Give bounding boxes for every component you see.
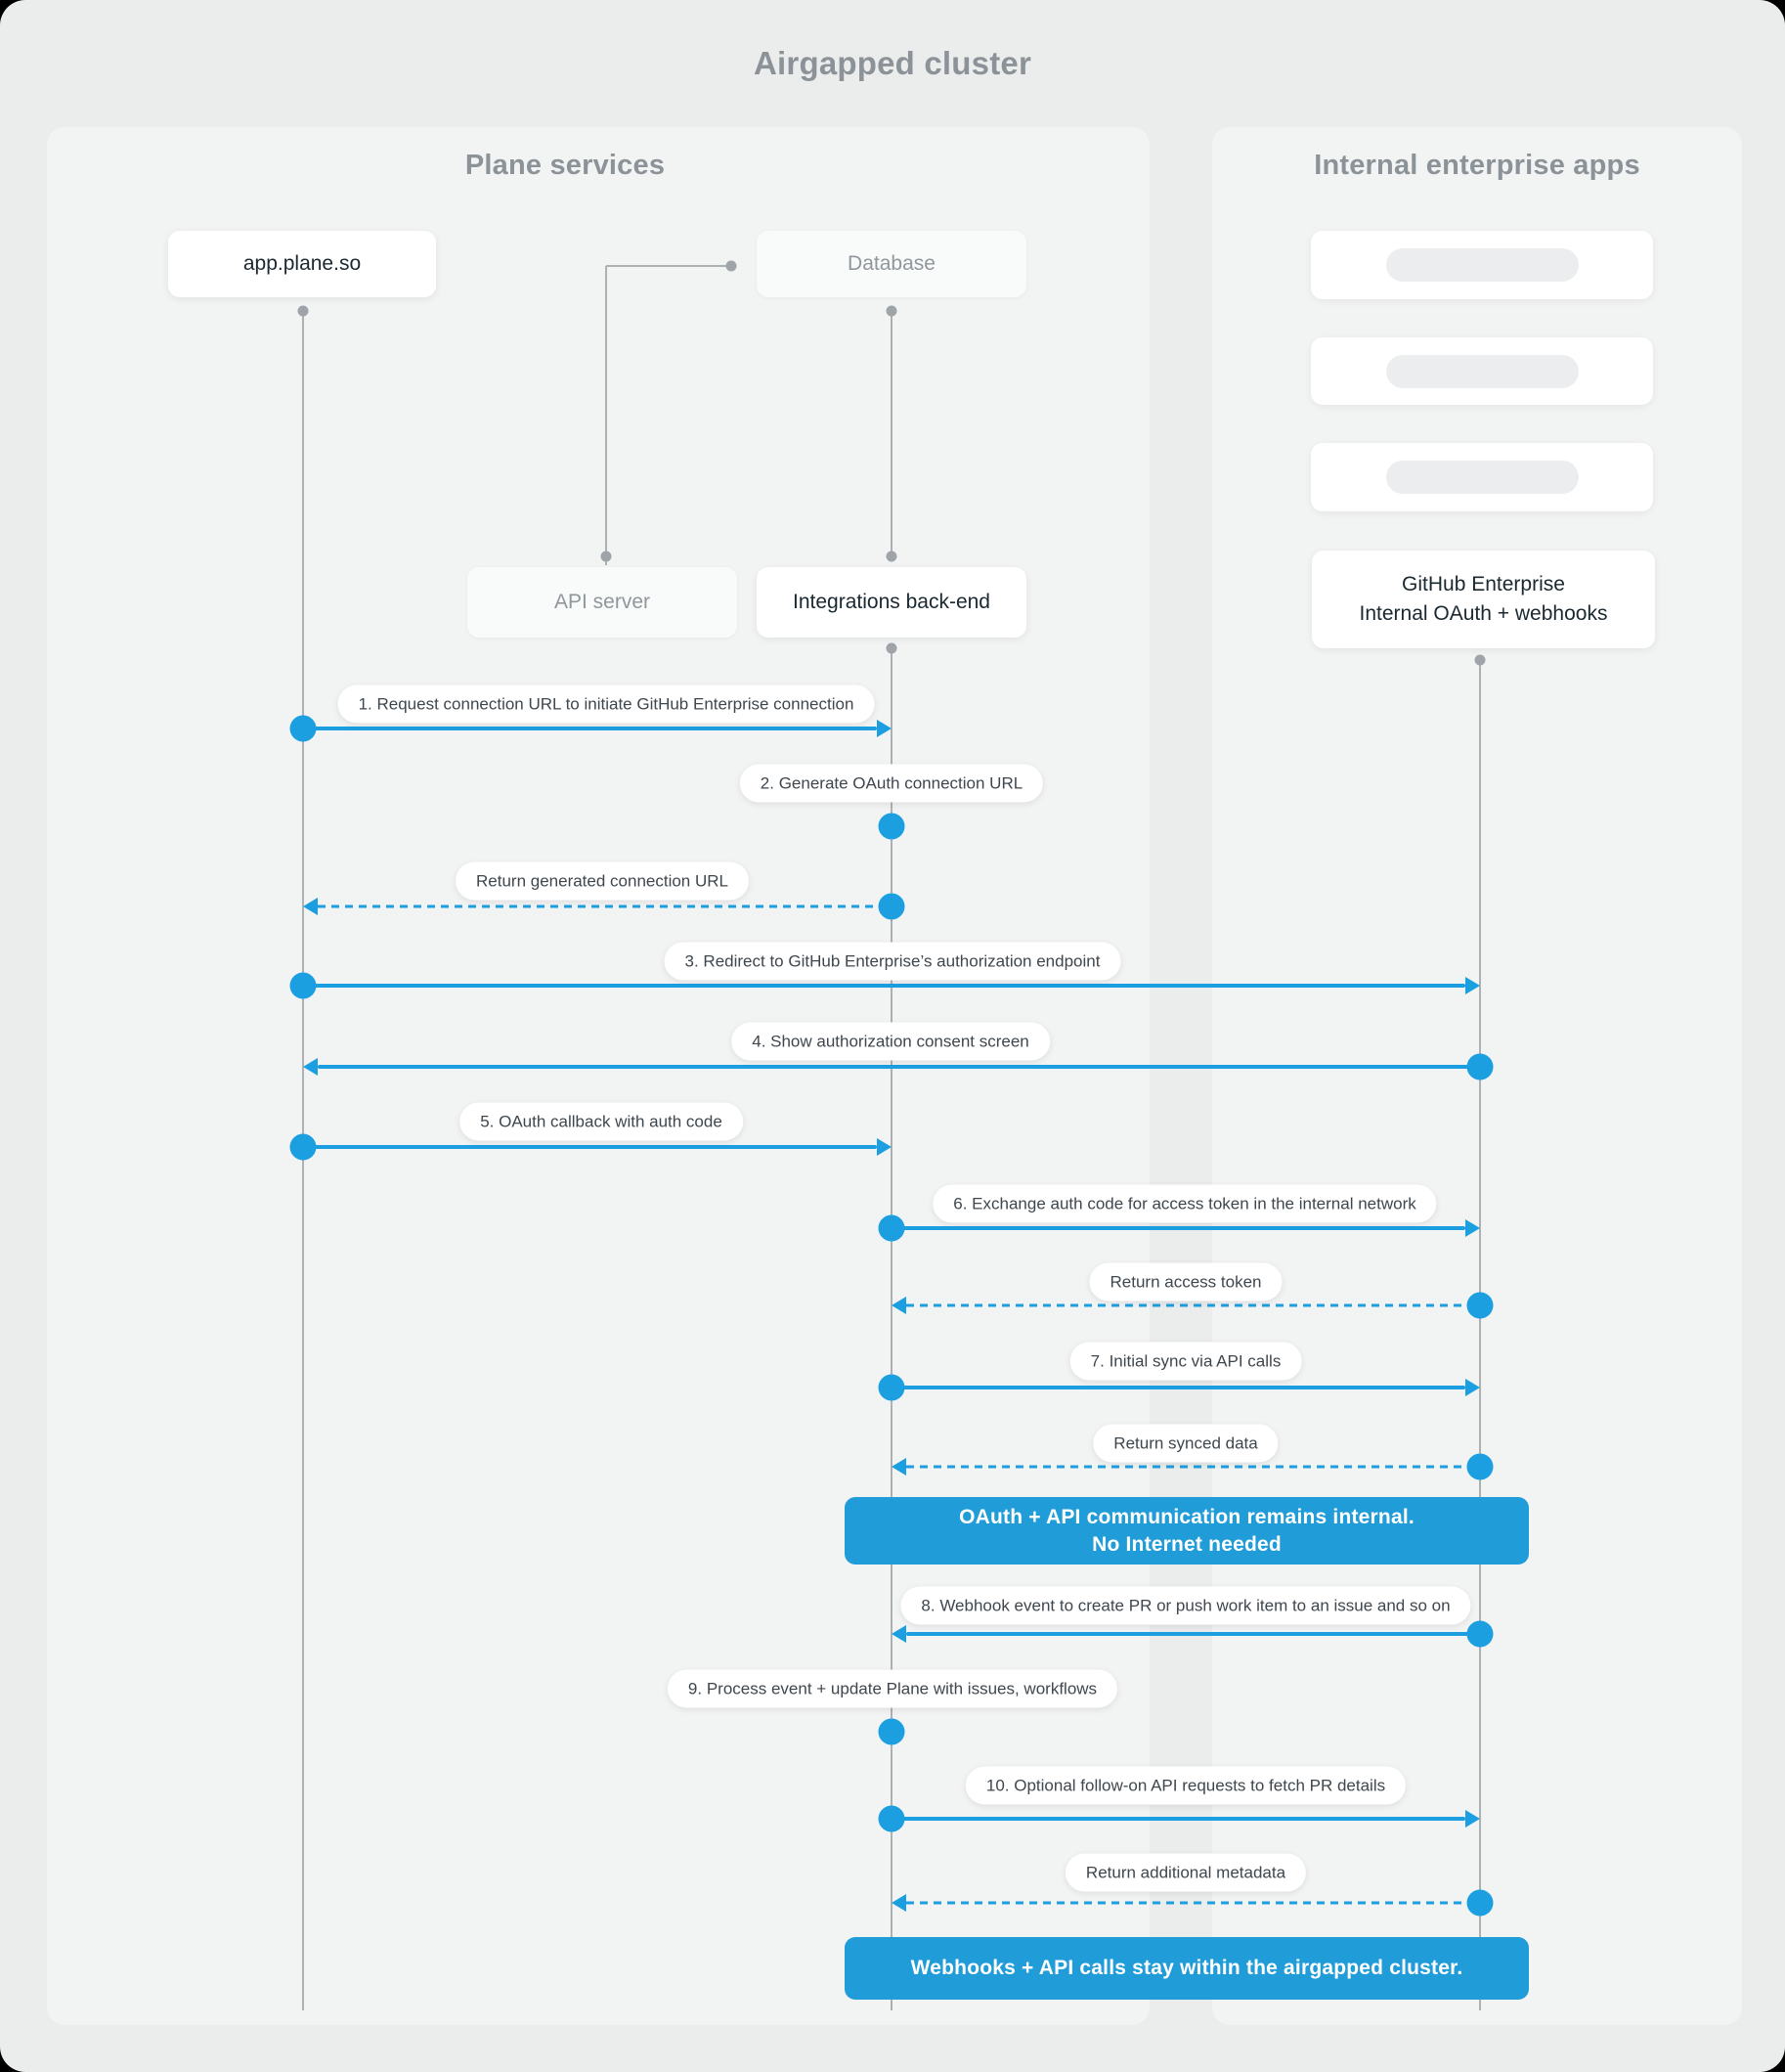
message-8-start-dot [1466, 1620, 1494, 1648]
return-generated-connection-url-arrowhead [303, 898, 318, 915]
lifeline-dot [886, 642, 897, 654]
message-10-arrowhead [1465, 1810, 1480, 1828]
message-5-start-dot [289, 1133, 317, 1161]
message-3-line [303, 984, 1465, 988]
message-3-arrowhead [1465, 977, 1480, 994]
return-generated-connection-url-line [318, 904, 892, 908]
return-access-token-label: Return access token [1089, 1262, 1283, 1301]
return-generated-connection-url-label: Return generated connection URL [456, 861, 749, 901]
message-4-line [318, 1065, 1480, 1069]
node-app-plane-so-label: app.plane.so [242, 252, 362, 275]
message-1-arrowhead [877, 720, 892, 737]
panel-title-internal-enterprise-apps: Internal enterprise apps [1314, 150, 1640, 181]
message-7-line [892, 1386, 1465, 1389]
node-github-enterprise-line1: GitHub Enterprise [1402, 573, 1565, 595]
lifeline-dot [297, 305, 309, 317]
message-6-arrowhead [1465, 1219, 1480, 1237]
lifeline-dot [600, 551, 612, 562]
message-1-line [303, 727, 877, 730]
return-additional-metadata-line [906, 1901, 1480, 1905]
return-access-token-line [906, 1303, 1480, 1307]
message-2-self-dot [878, 813, 905, 840]
lifeline-database [891, 311, 892, 555]
lifeline-dot [886, 551, 897, 562]
message-5-line [303, 1145, 877, 1149]
message-3-start-dot [289, 972, 317, 999]
return-synced-data-arrowhead [892, 1458, 906, 1476]
message-1-label: 1. Request connection URL to initiate Gi… [337, 684, 875, 724]
return-synced-data-start-dot [1466, 1453, 1494, 1480]
message-9-self-dot [878, 1718, 905, 1745]
message-2-label: 2. Generate OAuth connection URL [739, 764, 1044, 803]
connector-api-server-to-database [606, 265, 729, 267]
message-9-label: 9. Process event + update Plane with iss… [667, 1669, 1118, 1708]
panel-plane-services [47, 127, 1150, 2025]
placeholder-card [1311, 443, 1653, 511]
message-4-arrowhead [303, 1058, 318, 1076]
lifeline-github-enterprise [1479, 659, 1481, 2010]
return-synced-data-line [906, 1465, 1480, 1469]
message-10-start-dot [878, 1805, 905, 1832]
message-3-label: 3. Redirect to GitHub Enterprise’s autho… [664, 942, 1121, 981]
banner-airgapped-cluster-line1: Webhooks + API calls stay within the air… [910, 1957, 1463, 1979]
connector-endpoint-dot [725, 260, 737, 272]
message-5-label: 5. OAuth callback with auth code [459, 1102, 743, 1141]
panel-title-plane-services: Plane services [464, 150, 666, 181]
return-generated-connection-url-start-dot [878, 893, 905, 920]
lifeline-dot [1474, 654, 1486, 666]
message-10-line [892, 1817, 1465, 1821]
banner-airgapped-cluster: Webhooks + API calls stay within the air… [845, 1937, 1529, 2000]
lifeline-integrations-backend [891, 647, 892, 2010]
node-api-server: API server [467, 567, 737, 638]
lifeline-dot [886, 305, 897, 317]
message-7-arrowhead [1465, 1379, 1480, 1396]
banner-internal-communication: OAuth + API communication remains intern… [845, 1497, 1529, 1565]
message-1-start-dot [289, 715, 317, 742]
return-additional-metadata-label: Return additional metadata [1065, 1853, 1307, 1892]
return-additional-metadata-start-dot [1466, 1889, 1494, 1917]
message-6-label: 6. Exchange auth code for access token i… [933, 1184, 1437, 1223]
return-access-token-arrowhead [892, 1297, 906, 1314]
node-integrations-backend: Integrations back-end [757, 567, 1026, 638]
message-6-start-dot [878, 1214, 905, 1242]
node-database-label: Database [848, 252, 936, 275]
return-access-token-start-dot [1466, 1292, 1494, 1319]
connector-api-server-vertical [605, 266, 607, 565]
message-5-arrowhead [877, 1138, 892, 1156]
message-8-line [906, 1632, 1480, 1636]
placeholder-pill [1385, 248, 1579, 282]
banner-internal-communication-line2: No Internet needed [1092, 1532, 1282, 1556]
message-8-label: 8. Webhook event to create PR or push wo… [900, 1586, 1471, 1625]
message-6-line [892, 1226, 1465, 1230]
placeholder-pill [1385, 461, 1579, 494]
banner-internal-communication-line1: OAuth + API communication remains intern… [959, 1505, 1415, 1528]
return-additional-metadata-arrowhead [892, 1894, 906, 1912]
node-app-plane-so: app.plane.so [168, 231, 436, 297]
message-10-label: 10. Optional follow-on API requests to f… [965, 1766, 1407, 1805]
placeholder-card [1311, 231, 1653, 299]
diagram-title: Airgapped cluster [754, 45, 1031, 81]
node-api-server-label: API server [553, 591, 651, 613]
placeholder-card [1311, 337, 1653, 405]
node-database: Database [757, 231, 1026, 297]
placeholder-pill [1385, 354, 1579, 388]
message-8-arrowhead [892, 1625, 906, 1643]
message-4-label: 4. Show authorization consent screen [731, 1022, 1050, 1061]
message-7-label: 7. Initial sync via API calls [1069, 1342, 1302, 1381]
node-github-enterprise: GitHub Enterprise Internal OAuth + webho… [1312, 551, 1655, 648]
return-synced-data-label: Return synced data [1093, 1424, 1279, 1463]
lifeline-app-plane-so [302, 311, 304, 2010]
message-7-start-dot [878, 1374, 905, 1401]
node-github-enterprise-line2: Internal OAuth + webhooks [1359, 602, 1608, 625]
message-4-start-dot [1466, 1053, 1494, 1080]
node-integrations-backend-label: Integrations back-end [793, 591, 990, 613]
